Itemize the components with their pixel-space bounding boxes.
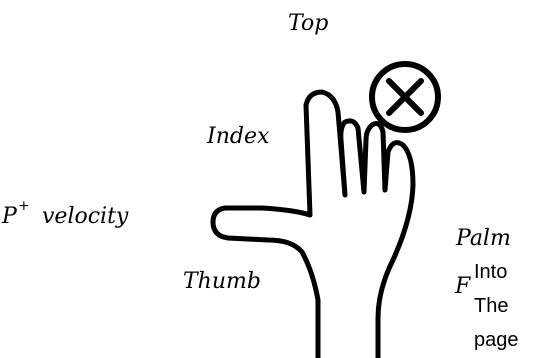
label-velocity-sup: + [18,198,30,214]
label-palm: Palm [455,226,511,251]
label-velocity: P + velocity [1,198,129,229]
label-index: Index [206,124,270,149]
label-force: F [454,274,471,299]
label-into-page: Into The page [474,261,519,351]
label-thumb: Thumb [183,269,261,294]
into-page-line-3: page [474,329,519,351]
label-velocity-word: velocity [42,204,129,229]
label-velocity-base: P [1,204,18,229]
into-page-line-1: Into [474,261,507,283]
into-page-line-2: The [474,295,508,317]
label-top: Top [288,11,328,36]
circle-x-icon [372,64,438,130]
